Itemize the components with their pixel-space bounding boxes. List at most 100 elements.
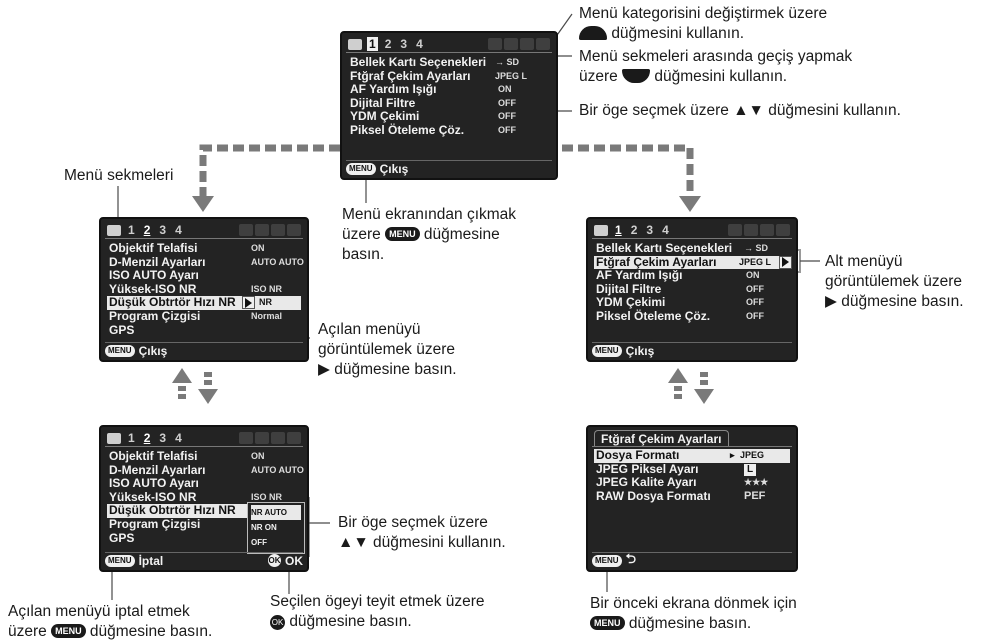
tab-2[interactable]: 2 [630,223,638,237]
menu-item-pixel-shift[interactable]: Piksel Öteleme Çöz.OFF [350,122,516,137]
menu-button-icon[interactable]: MENU [346,162,376,175]
right-top-screen: 1 2 3 4 Bellek Kartı Seçenekleri→ SD Ftğ… [586,217,798,362]
tab-1[interactable]: 1 [367,37,378,51]
menu-item-memory-card[interactable]: Bellek Kartı Seçenekleri→ SD [596,241,769,255]
menu-button-icon[interactable]: MENU [592,344,622,357]
submenu-option-auto[interactable]: NR AUTO [251,505,301,520]
cancel-label: İptal [138,553,164,568]
exit-label: Çıkış [379,161,409,176]
tab-4[interactable]: 4 [175,431,182,445]
ok-button-icon: OK [270,615,285,630]
callout-exit: Menü ekranından çıkmak üzere MENU düğmes… [342,206,517,263]
submenu-option-off[interactable]: OFF [251,538,267,547]
dashed-connector-left [199,144,340,198]
callout-category: Menü kategorisini değiştirmek üzere düğm… [579,5,828,42]
tab-2[interactable]: 2 [143,223,151,237]
ok-label: OK [285,553,303,568]
play-arrow-icon [245,297,252,308]
screen-footer: MENU Çıkış [346,160,552,176]
arrow-down-left [192,196,214,212]
tab-1[interactable]: 1 [128,223,135,237]
menu-item-program-line[interactable]: Program Çizgisi [109,516,201,531]
tab-2[interactable]: 2 [143,431,151,445]
camera-icon [594,224,608,236]
menu-button-icon[interactable]: MENU [105,344,135,357]
menu-item-gps[interactable]: GPS [109,322,135,337]
tab-3[interactable]: 3 [646,223,654,237]
tab-4[interactable]: 4 [175,223,182,237]
menu-item-jpeg-quality[interactable]: JPEG Kalite Ayarı★★★ [596,475,769,490]
callout-select-submenu: Bir öge seçmek üzere ▲▼ düğmesini kullan… [338,514,506,551]
menu-tab-bar: 1 2 3 4 [107,430,301,446]
menu-item-pixel-shift[interactable]: Piksel Öteleme Çöz.OFF [596,308,764,323]
submenu-arrow-button[interactable] [779,255,792,269]
callout-popup: Açılan menüyü görüntülemek üzere ▶ düğme… [318,321,457,378]
menu-item-file-format[interactable]: Dosya Formatı▸JPEG [594,448,790,463]
callout-select-item-top: Bir öge seçmek üzere ▲▼ düğmesini kullan… [579,102,901,119]
camera-icon [107,224,121,236]
tab-1[interactable]: 1 [615,223,622,237]
camera-icon [348,38,362,50]
screen-footer: MENU Çıkış [592,342,792,358]
menu-item-memory-card[interactable]: Bellek Kartı Seçenekleri→ SD [350,55,520,69]
tab-3[interactable]: 3 [159,431,167,445]
submenu-option-on[interactable]: NR ON [251,523,277,532]
tab-2[interactable]: 2 [384,37,392,51]
popup-arrow-button[interactable] [242,296,255,310]
menu-button-icon[interactable]: MENU [105,554,135,567]
screen-footer: MENU Çıkış [105,342,303,358]
callout-confirm: Seçilen ögeyi teyit etmek üzere OK düğme… [270,593,485,630]
tab-4[interactable]: 4 [662,223,669,237]
menu-tab-bar: 1 2 3 4 [594,222,790,238]
callout-menu-tabs: Menü sekmeleri [64,167,174,184]
tab-4[interactable]: 4 [416,37,423,51]
menu-item-slow-shutter-nr[interactable]: Düşük Obtrtör Hızı NR NR [107,296,301,310]
menu-item-iso-auto[interactable]: ISO AUTO Ayarı [109,268,199,283]
category-icons [488,38,550,50]
callout-cancel: Açılan menüyü iptal etmek üzere MENU düğ… [8,603,213,640]
screen-footer: MENU ⮌ [592,551,792,568]
tab-3[interactable]: 3 [400,37,408,51]
play-arrow-icon [782,257,789,268]
menu-button-icon: MENU [51,624,86,638]
category-icons [728,224,790,236]
menu-item-iso-auto[interactable]: ISO AUTO Ayarı [109,476,199,491]
back-arrow-icon: ⮌ [625,550,636,566]
tab-3[interactable]: 3 [159,223,167,237]
updown-arrows-left [172,368,218,404]
callout-back: Bir önceki ekrana dönmek için MENU düğme… [590,595,797,632]
tab-1[interactable]: 1 [128,431,135,445]
category-icons [239,432,301,444]
exit-label: Çıkış [138,343,168,358]
menu-button-icon[interactable]: MENU [592,554,622,567]
arrow-down-right [679,196,701,212]
callout-submenu: Alt menüyü görüntülemek üzere ▶ düğmesin… [825,253,964,310]
rear-dial-icon [622,69,651,83]
menu-tab-bar: 1 2 3 4 [348,36,550,52]
menu-item-gps[interactable]: GPS [109,530,135,545]
camera-icon [107,432,121,444]
ok-button-icon[interactable]: OK [268,554,281,567]
front-dial-icon [579,26,607,40]
updown-arrows-right [668,368,714,404]
menu-tab-bar: 1 2 3 4 [107,222,301,238]
